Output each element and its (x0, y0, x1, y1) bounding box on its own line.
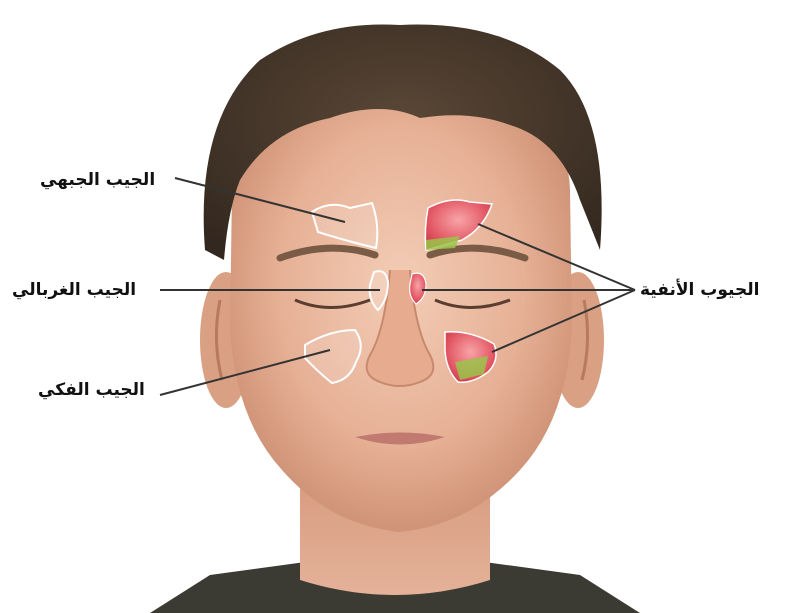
label-paranasal-sinuses: الجيوب الأنفية (640, 280, 759, 300)
label-maxillary-sinus: الجيب الفكي (38, 380, 145, 400)
label-ethmoid-sinus: الجيب الغربالي (12, 280, 136, 300)
label-frontal-sinus: الجيب الجبهي (40, 170, 155, 190)
